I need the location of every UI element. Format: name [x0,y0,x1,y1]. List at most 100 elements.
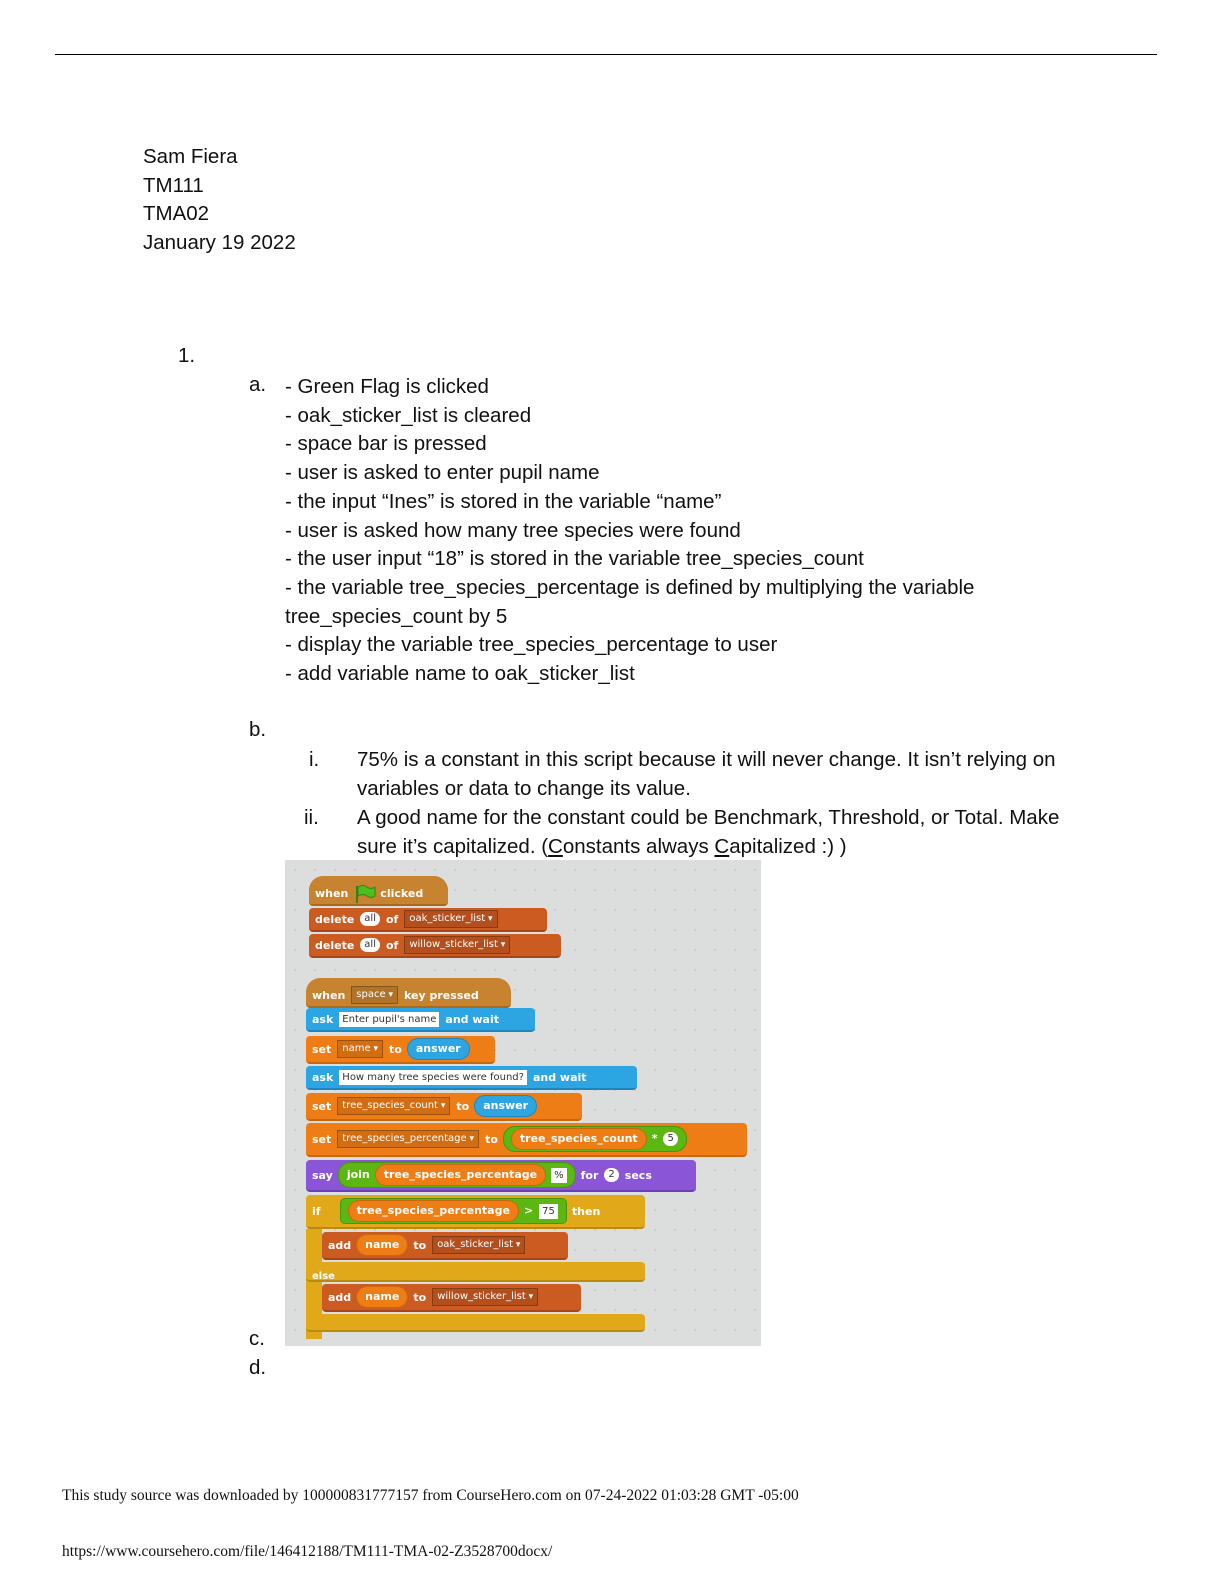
set-name-block: set name to answer [306,1036,495,1064]
top-rule [55,54,1157,55]
part-a-label: a. [249,373,267,396]
when-flag-clicked-block: when clicked [309,876,448,906]
set-count-block: set tree_species_count to answer [306,1093,582,1121]
list-item: - oak_sticker_list is cleared [285,403,532,427]
part-a-list: - Green Flag is clicked - oak_sticker_li… [285,373,1045,689]
block-text: set [312,1099,332,1113]
delete-oak-block: delete all of oak_sticker_list [309,908,547,932]
part-b-ii-label: ii. [304,806,319,829]
part-b-ii-text-c: apitalized :) ) [729,834,847,858]
willow-list-dropdown: willow_sticker_list [432,1288,539,1306]
when-key-pressed-block: when space key pressed [306,978,511,1008]
list-item: - the input “Ines” is stored in the vari… [285,489,722,513]
join-operator: join tree_species_percentage % [338,1163,575,1187]
block-text: set [312,1042,332,1056]
list-item: - the user input “18” is stored in the v… [285,547,864,571]
ask-text-input: How many tree species were found? [339,1069,527,1085]
all-dropdown: all [360,938,380,952]
block-text: and wait [445,1012,499,1026]
list-item: - display the variable tree_species_perc… [285,633,778,657]
block-text: to [413,1290,427,1304]
part-b-ii-text-a: A good name for the constant could be Be… [357,806,1060,858]
block-text: else [312,1270,335,1282]
underlined-letter: C [548,834,563,858]
block-text: when [315,886,349,900]
block-text: join [346,1168,370,1181]
name-reporter: name [357,1287,408,1307]
block-text: say [312,1168,333,1182]
block-text: of [385,938,399,952]
block-text: key pressed [404,988,479,1002]
block-text: add [328,1290,352,1304]
variable-dropdown: name [337,1040,384,1058]
multiply-operator: tree_species_count * 5 [503,1127,686,1151]
block-text: to [413,1238,427,1252]
ask-name-block: ask Enter pupil's name and wait [306,1008,535,1032]
all-dropdown: all [360,912,380,926]
block-text: to [485,1132,498,1146]
block-text: and wait [532,1070,587,1084]
block-text: when [312,988,346,1002]
ask-text-input: Enter pupil's name [339,1011,440,1027]
say-block: say join tree_species_percentage % for 2… [306,1160,696,1192]
set-percentage-block: set tree_species_percentage to tree_spec… [306,1123,747,1157]
block-text: * [651,1132,658,1145]
part-b-ii-text: A good name for the constant could be Be… [357,804,1097,861]
block-text: > [523,1204,534,1217]
if-else-bottom [306,1314,645,1332]
else-bar: else [306,1262,645,1282]
question-number: 1. [178,344,196,367]
number-input: 2 [604,1168,619,1182]
count-reporter: tree_species_count [511,1129,646,1149]
block-text: then [571,1204,601,1218]
add-oak-block: add name to oak_sticker_list [322,1232,568,1260]
list-item: - the variable tree_species_percentage i… [285,575,975,628]
number-input: 75 [539,1203,558,1219]
document-header: Sam Fiera TM111 TMA02 January 19 2022 [143,143,296,258]
oak-list-dropdown: oak_sticker_list [404,910,498,928]
part-b-i-label: i. [309,748,320,771]
block-text: to [456,1099,470,1113]
percentage-reporter: tree_species_percentage [375,1165,546,1185]
part-d-label: d. [249,1356,267,1379]
block-text: secs [624,1168,652,1182]
part-b-ii-text-b: onstants always [562,834,715,858]
course-code: TM111 [143,173,204,197]
block-text: of [385,912,399,926]
name-reporter: name [357,1235,408,1255]
block-text: add [328,1238,352,1252]
key-dropdown: space [351,986,399,1004]
percentage-reporter: tree_species_percentage [348,1201,518,1221]
part-b-label: b. [249,718,267,741]
block-text: delete [315,938,355,952]
list-item: - Green Flag is clicked [285,375,489,398]
text-input: % [551,1167,567,1183]
footer-source-url: https://www.coursehero.com/file/14641218… [62,1543,553,1560]
greater-than-operator: tree_species_percentage > 75 [340,1199,566,1223]
if-block-arm [306,1229,322,1339]
variable-dropdown: tree_species_percentage [337,1130,480,1148]
delete-willow-block: delete all of willow_sticker_list [309,934,561,958]
willow-list-dropdown: willow_sticker_list [404,936,511,954]
if-block: if tree_species_percentage > 75 then [306,1195,645,1229]
variable-dropdown: tree_species_count [337,1097,451,1115]
block-text: ask [312,1012,334,1026]
list-item: - space bar is pressed [285,432,487,456]
block-text: to [389,1042,402,1056]
underlined-letter: C [714,834,730,858]
list-item: - user is asked to enter pupil name [285,461,600,485]
answer-reporter: answer [475,1096,537,1116]
block-text: delete [315,912,355,926]
block-text: ask [312,1070,334,1084]
block-text: clicked [380,886,424,900]
green-flag-icon [354,884,376,903]
ask-count-block: ask How many tree species were found? an… [306,1066,637,1090]
oak-list-dropdown: oak_sticker_list [432,1236,526,1254]
document-date: January 19 2022 [143,231,296,255]
author-name: Sam Fiera [143,145,238,168]
assignment-code: TMA02 [143,202,210,226]
list-item: - add variable name to oak_sticker_list [285,662,635,686]
list-item: - user is asked how many tree species we… [285,518,741,542]
number-input: 5 [663,1132,678,1146]
add-willow-block: add name to willow_sticker_list [322,1284,581,1312]
